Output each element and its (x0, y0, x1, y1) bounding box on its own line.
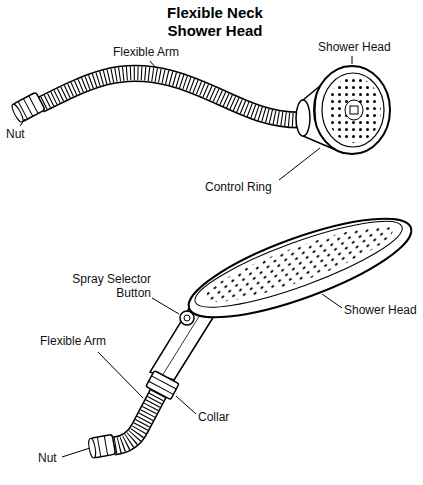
part-label: Collar (198, 410, 229, 424)
leader-line (98, 352, 143, 398)
collar-ridge (152, 376, 177, 389)
top-shower-head (296, 66, 390, 154)
part-label: Control Ring (205, 180, 272, 194)
arm-corrugation (114, 390, 160, 446)
leader-lines (62, 294, 342, 457)
leader-line (176, 396, 196, 414)
leader-line (150, 61, 156, 68)
leader-line (62, 448, 90, 457)
head-back (296, 100, 310, 136)
head-shell (179, 199, 421, 336)
part-label: Shower Head (318, 40, 391, 54)
collar (146, 371, 179, 400)
collar-band (146, 371, 179, 400)
ring-grip (315, 96, 316, 124)
leader-line (279, 148, 320, 180)
part-label: Flexible Arm (113, 45, 179, 59)
leader-line (20, 119, 25, 126)
part-label: Spray Selector Button (55, 272, 151, 300)
nut-ridge (104, 436, 107, 456)
top-flexible-arm (40, 73, 300, 120)
arm-fill (40, 73, 300, 120)
leader-lines (20, 56, 352, 180)
arm-outline (114, 390, 160, 446)
head-face (314, 66, 390, 154)
bottom-shower-head (179, 199, 421, 336)
part-label: Nut (38, 451, 57, 465)
top-nut (10, 92, 45, 123)
button-center (184, 315, 190, 321)
control-ring (322, 73, 384, 147)
nut-end (10, 103, 25, 123)
arm-corrugation (40, 73, 300, 120)
collar-ridge (149, 381, 174, 394)
part-label: Nut (6, 127, 25, 141)
leader-line (352, 56, 353, 64)
leader-line (322, 294, 342, 308)
center-mark (350, 106, 358, 114)
nut-ridge (29, 96, 38, 114)
bottom-nut (87, 434, 115, 458)
nut-ridge (97, 437, 100, 457)
center-cap (345, 100, 363, 120)
spray-nozzles (327, 77, 381, 143)
part-label: Flexible Arm (40, 334, 106, 348)
leader-line (152, 298, 179, 314)
part-label: Shower Head (344, 303, 417, 317)
arm-fill (114, 390, 160, 446)
bottom-flexible-arm (114, 390, 160, 446)
spray-nozzles (199, 214, 399, 314)
arm-outline (40, 73, 300, 120)
diagram-title: Flexible Neck Shower Head (155, 4, 275, 40)
